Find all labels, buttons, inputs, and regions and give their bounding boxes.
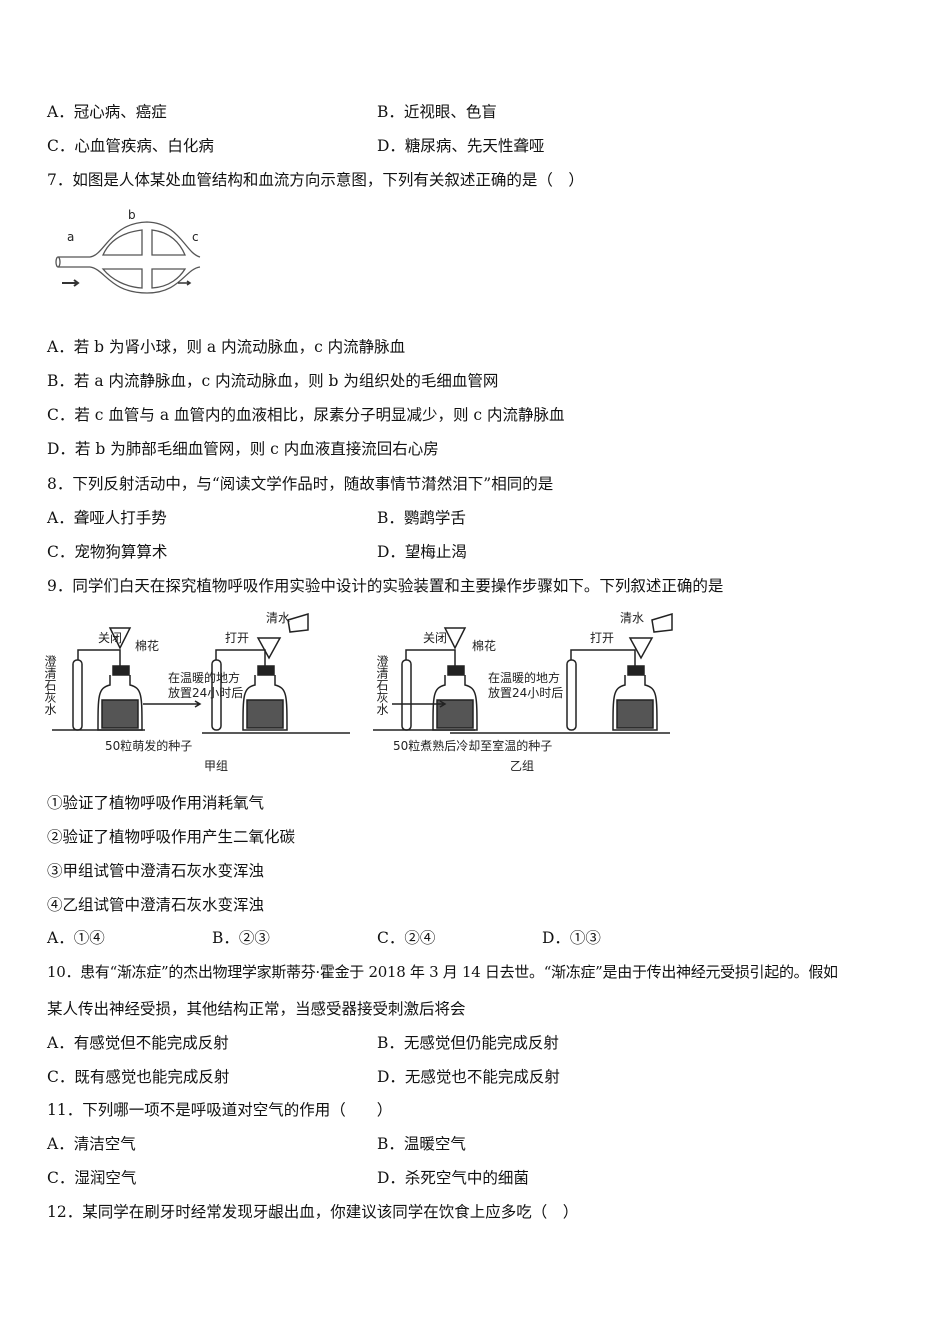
label-c: c	[192, 230, 199, 244]
q11-option-a: A．清洁空气	[47, 1135, 136, 1153]
q7-option-b: B．若 a 内流静脉血，c 内流动脉血，则 b 为组织处的毛细血管网	[47, 372, 499, 390]
q7-option-a: A．若 b 为肾小球，则 a 内流动脉血，c 内流静脉血	[47, 338, 406, 356]
label-seeds-a: 50粒萌发的种子	[105, 738, 192, 753]
q9-option-a: A．①④	[47, 929, 105, 947]
q8-option-d: D．望梅止渴	[377, 543, 467, 561]
q12-stem: 12．某同学在刷牙时经常发现牙龈出血，你建议该同学在饮食上应多吃（ ）	[47, 1203, 579, 1221]
q6-option-d: D．糖尿病、先天性聋哑	[377, 137, 545, 155]
label-b: b	[128, 208, 136, 222]
q6-option-b: B．近视眼、色盲	[377, 103, 497, 121]
q10-option-d: D．无感觉也不能完成反射	[377, 1068, 560, 1086]
label-step-b2: 放置24小时后	[488, 685, 563, 700]
label-water-b: 清水	[620, 611, 644, 625]
q8-stem: 8．下列反射活动中，与“阅读文学作品时，随故事情节潸然泪下”相同的是	[47, 475, 554, 493]
q8-option-a: A．聋哑人打手势	[47, 509, 167, 527]
q10-option-a: A．有感觉但不能完成反射	[47, 1034, 229, 1052]
label-cotton-a: 棉花	[135, 638, 159, 653]
q8-option-b: B．鹦鹉学舌	[377, 509, 466, 527]
label-closed-a: 关闭	[98, 631, 122, 645]
q11-stem: 11．下列哪一项不是呼吸道对空气的作用（ ）	[47, 1101, 393, 1119]
q9-statement-4: ④乙组试管中澄清石灰水变浑浊	[47, 896, 265, 914]
label-group-a: 甲组	[204, 759, 228, 773]
label-a: a	[67, 230, 74, 244]
q10-stem-line1: 10．患有“渐冻症”的杰出物理学家斯蒂芬·霍金于 2018 年 3 月 14 日…	[47, 963, 838, 981]
label-water-a: 清水	[266, 611, 290, 625]
respiration-experiment-diagram: 关闭 棉花 关闭 棉花 打开 打开 清水 清水 在温暖的地方 放置24小时后 在…	[43, 611, 673, 773]
q9-option-d: D．①③	[542, 929, 601, 947]
blood-vessel-diagram: a b c	[55, 208, 201, 294]
q7-option-c: C．若 c 血管与 a 血管内的血液相比，尿素分子明显减少，则 c 内流静脉血	[47, 406, 565, 424]
label-seeds-b: 50粒煮熟后冷却至室温的种子	[393, 738, 552, 753]
q6-option-a: A．冠心病、癌症	[47, 103, 167, 121]
label-step-b1: 在温暖的地方	[488, 670, 560, 685]
q9-statement-2: ②验证了植物呼吸作用产生二氧化碳	[47, 828, 296, 846]
q10-stem-line2: 某人传出神经受损，其他结构正常，当感受器接受刺激后将会	[47, 1000, 466, 1018]
q10-option-b: B．无感觉但仍能完成反射	[377, 1034, 559, 1052]
label-open-b: 打开	[590, 631, 614, 645]
q9-option-b: B．②③	[212, 929, 270, 947]
label-limewater-a: 澄清石灰水	[43, 654, 57, 715]
q9-statement-3: ③甲组试管中澄清石灰水变浑浊	[47, 862, 265, 880]
q11-option-d: D．杀死空气中的细菌	[377, 1169, 529, 1187]
label-group-b: 乙组	[510, 759, 534, 773]
q9-option-c: C．②④	[377, 929, 436, 947]
label-closed-b: 关闭	[423, 631, 447, 645]
q7-option-d: D．若 b 为肺部毛细血管网，则 c 内血液直接流回右心房	[47, 440, 439, 458]
q9-statement-1: ①验证了植物呼吸作用消耗氧气	[47, 794, 265, 812]
label-step-a2: 放置24小时后	[168, 685, 243, 700]
q6-option-c: C．心血管疾病、白化病	[47, 137, 214, 155]
label-open-a: 打开	[225, 631, 249, 645]
q9-stem: 9．同学们白天在探究植物呼吸作用实验中设计的实验装置和主要操作步骤如下。下列叙述…	[47, 577, 724, 595]
q8-option-c: C．宠物狗算算术	[47, 543, 168, 561]
label-limewater-b: 澄清石灰水	[375, 654, 389, 715]
q10-option-c: C．既有感觉也能完成反射	[47, 1068, 230, 1086]
label-cotton-b: 棉花	[472, 638, 496, 653]
label-step-a1: 在温暖的地方	[168, 670, 240, 685]
q11-option-c: C．湿润空气	[47, 1169, 137, 1187]
q7-stem: 7．如图是人体某处血管结构和血流方向示意图，下列有关叙述正确的是（ ）	[47, 171, 584, 189]
q11-option-b: B．温暖空气	[377, 1135, 466, 1153]
